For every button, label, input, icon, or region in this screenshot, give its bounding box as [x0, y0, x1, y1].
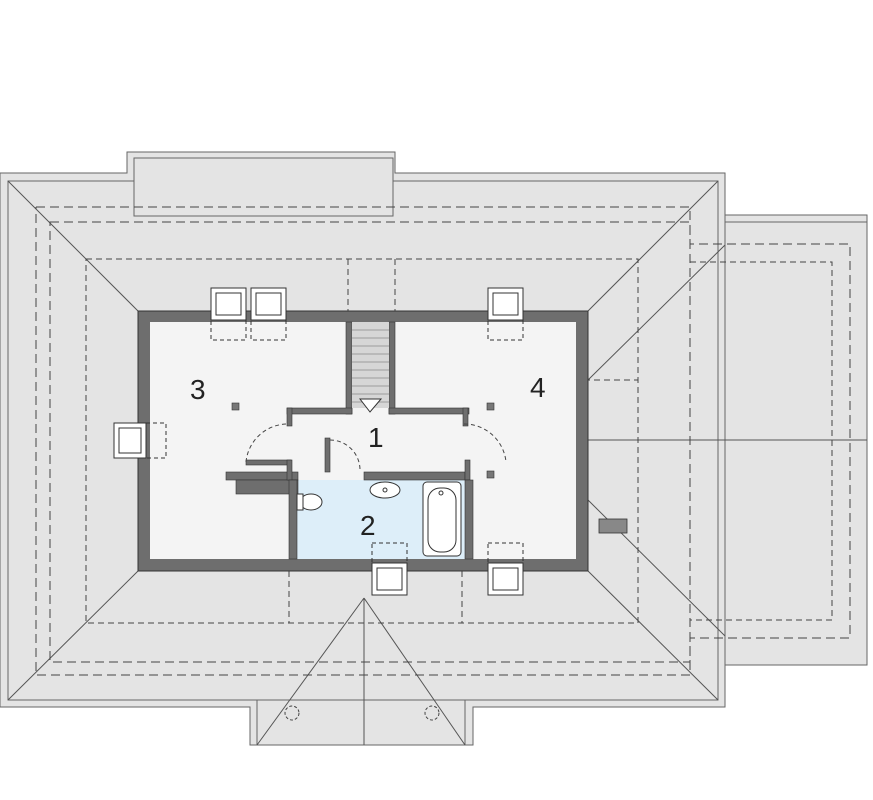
- dashed-lines: [35, 206, 851, 676]
- room-number-1: 1: [368, 422, 384, 453]
- interior-walls: [225, 321, 474, 560]
- skylight-icon: [487, 287, 524, 341]
- vent-circle-icon: [284, 705, 300, 721]
- door-swings: [245, 423, 507, 471]
- skylight-icon: [210, 287, 247, 341]
- vent-squares: [231, 402, 495, 479]
- front-gable-roof: [256, 699, 466, 746]
- room-number-3: 3: [190, 374, 206, 405]
- skylight-icon: [113, 422, 167, 459]
- skylights: [113, 287, 524, 596]
- top-dormer-roof: [133, 157, 394, 217]
- bathroom-fixtures: [296, 481, 462, 557]
- room-number-4: 4: [530, 372, 546, 403]
- stairs-down-arrow-icon: [358, 398, 383, 413]
- room-number-2: 2: [360, 510, 376, 541]
- skylight-icon: [250, 287, 287, 341]
- roof-vent-icon: [598, 518, 628, 534]
- vent-circle-icon: [424, 705, 440, 721]
- skylight-icon: [371, 542, 408, 596]
- gable-vents: [284, 705, 440, 721]
- staircase: [352, 322, 389, 413]
- skylight-icon: [487, 542, 524, 596]
